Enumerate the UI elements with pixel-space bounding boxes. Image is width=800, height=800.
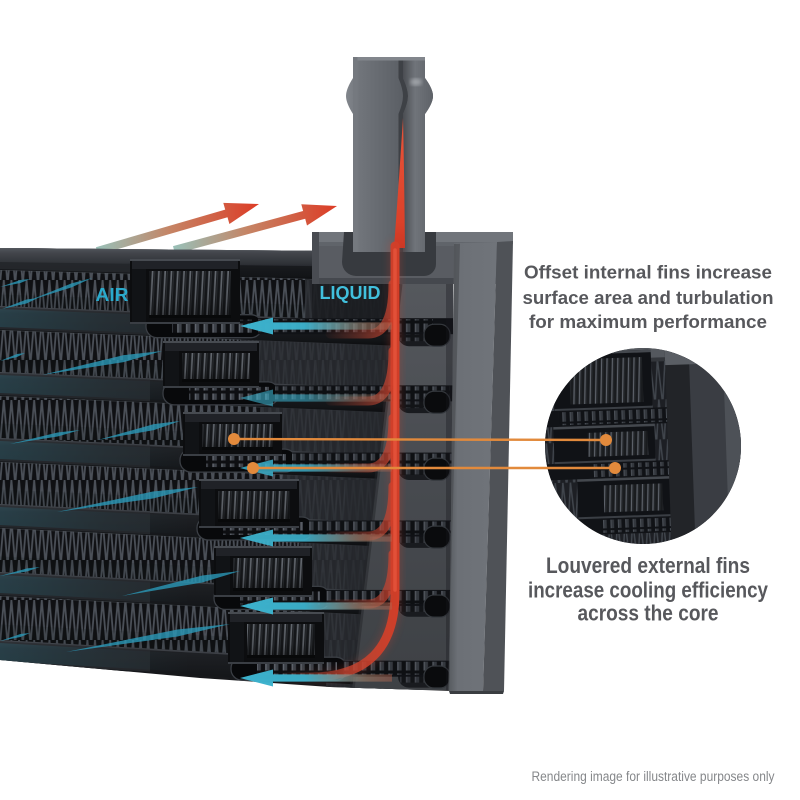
svg-text:LIQUID: LIQUID (320, 283, 381, 303)
svg-text:Rendering image for illustrati: Rendering image for illustrative purpose… (532, 769, 775, 784)
svg-text:Louvered external fins: Louvered external fins (546, 553, 750, 578)
svg-text:Offset internal fins increase: Offset internal fins increase (524, 262, 772, 283)
svg-text:across the core: across the core (578, 601, 719, 626)
svg-text:increase cooling efficiency: increase cooling efficiency (528, 578, 769, 603)
svg-text:for maximum performance: for maximum performance (529, 311, 767, 332)
svg-text:AIR: AIR (96, 285, 129, 305)
svg-text:surface area and turbulation: surface area and turbulation (523, 287, 774, 308)
